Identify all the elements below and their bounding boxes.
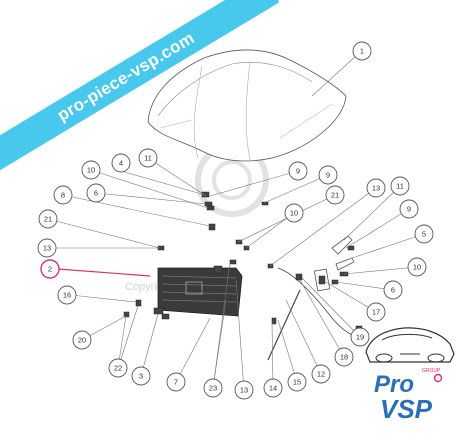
svg-text:10: 10 bbox=[413, 263, 421, 272]
grille-part bbox=[157, 267, 243, 317]
callout-11: 11 bbox=[138, 148, 158, 168]
svg-text:8: 8 bbox=[61, 191, 65, 200]
logo-pro-text: Pro bbox=[374, 371, 414, 398]
svg-text:12: 12 bbox=[317, 370, 325, 379]
callout-2: 2 bbox=[40, 259, 60, 279]
svg-text:17: 17 bbox=[372, 308, 380, 317]
svg-text:13: 13 bbox=[43, 244, 51, 253]
hinge-assembly bbox=[331, 235, 355, 271]
svg-text:21: 21 bbox=[331, 191, 339, 200]
svg-text:19: 19 bbox=[356, 333, 364, 342]
callout-16: 16 bbox=[57, 285, 77, 305]
svg-text:4: 4 bbox=[119, 159, 123, 168]
logo-group-tag: GROUP bbox=[422, 368, 441, 374]
hood-prop-rod bbox=[267, 289, 301, 361]
svg-text:2: 2 bbox=[48, 265, 52, 274]
svg-text:14: 14 bbox=[269, 384, 277, 393]
svg-text:3: 3 bbox=[139, 372, 143, 381]
callout-8: 8 bbox=[53, 185, 73, 205]
callout-13c: 13 bbox=[234, 380, 254, 400]
svg-text:6: 6 bbox=[94, 189, 98, 198]
callout-7: 7 bbox=[166, 372, 186, 392]
svg-text:16: 16 bbox=[63, 291, 71, 300]
callout-19: 19 bbox=[350, 327, 370, 347]
svg-text:10: 10 bbox=[290, 209, 298, 218]
callout-11b: 11 bbox=[390, 176, 410, 196]
callout-20: 20 bbox=[72, 330, 92, 350]
svg-text:18: 18 bbox=[340, 353, 348, 362]
callout-18: 18 bbox=[334, 347, 354, 367]
callout-4: 4 bbox=[111, 153, 131, 173]
callout-3: 3 bbox=[131, 366, 151, 386]
callout-12: 12 bbox=[311, 364, 331, 384]
svg-text:11: 11 bbox=[144, 154, 152, 163]
callout-10: 10 bbox=[81, 160, 101, 180]
logo-vsp-text: VSP bbox=[380, 394, 433, 424]
callout-10c: 10 bbox=[407, 257, 427, 277]
callout-9: 9 bbox=[288, 161, 308, 181]
pro-vsp-logo: GROUP Pro VSP bbox=[365, 327, 455, 424]
callout-15: 15 bbox=[287, 372, 307, 392]
svg-text:15: 15 bbox=[293, 378, 301, 387]
callout-6: 6 bbox=[86, 183, 106, 203]
callout-1: 1 bbox=[352, 41, 372, 61]
hood-part bbox=[147, 49, 347, 162]
svg-text:13: 13 bbox=[240, 386, 248, 395]
callout-22: 22 bbox=[108, 358, 128, 378]
svg-text:7: 7 bbox=[174, 378, 178, 387]
callout-21: 21 bbox=[38, 209, 58, 229]
svg-text:6: 6 bbox=[391, 286, 395, 295]
callout-10b: 10 bbox=[284, 203, 304, 223]
svg-text:5: 5 bbox=[422, 230, 426, 239]
logo-accent-ring bbox=[433, 373, 443, 383]
svg-text:20: 20 bbox=[78, 336, 86, 345]
svg-text:9: 9 bbox=[407, 205, 411, 214]
car-silhouette-icon bbox=[365, 327, 455, 363]
callout-14: 14 bbox=[263, 378, 283, 398]
svg-text:9: 9 bbox=[326, 171, 330, 180]
callout-17: 17 bbox=[366, 302, 386, 322]
callout-23: 23 bbox=[203, 378, 223, 398]
svg-text:23: 23 bbox=[209, 384, 217, 393]
callout-13: 13 bbox=[37, 238, 57, 258]
latch-part bbox=[313, 268, 331, 292]
svg-text:21: 21 bbox=[44, 215, 52, 224]
leader-lines bbox=[47, 55, 425, 391]
svg-text:1: 1 bbox=[360, 47, 364, 56]
svg-text:22: 22 bbox=[114, 364, 122, 373]
svg-text:10: 10 bbox=[87, 166, 95, 175]
svg-text:11: 11 bbox=[396, 182, 404, 191]
callout-21b: 21 bbox=[325, 185, 345, 205]
svg-text:9: 9 bbox=[296, 167, 300, 176]
callout-9c: 9 bbox=[399, 199, 419, 219]
svg-text:13: 13 bbox=[372, 184, 380, 193]
callout-9b: 9 bbox=[318, 165, 338, 185]
callout-6b: 6 bbox=[383, 280, 403, 300]
callout-5: 5 bbox=[414, 224, 434, 244]
callout-13b: 13 bbox=[366, 178, 386, 198]
